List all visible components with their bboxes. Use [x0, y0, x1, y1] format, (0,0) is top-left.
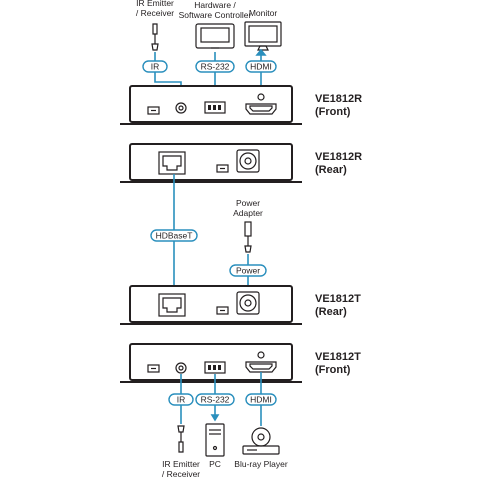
transmitter-rear-model: VE1812T [315, 293, 361, 305]
bottom-ir-label-line2: / Receiver [162, 469, 200, 479]
svg-text:IR: IR [177, 395, 186, 405]
receiver-rear-side: (Rear) [315, 164, 347, 176]
transmitter-rear-side: (Rear) [315, 306, 347, 318]
power-cable-tag: Power [229, 264, 267, 277]
receiver-rear-rj45-port-icon [158, 151, 186, 175]
top-ir-label-line2: / Receiver [136, 8, 174, 18]
receiver-front-ir-port-icon [175, 102, 187, 114]
hdbaset-cable-tag: HDBaseT [150, 229, 198, 242]
transmitter-front-ir-port-icon [175, 362, 187, 374]
receiver-front-led-icon [147, 106, 160, 115]
power-adapter-label-line2: Adapter [233, 208, 263, 218]
transmitter-front-hdmi-port-icon [245, 351, 277, 373]
transmitter-rear-rj45-port-icon [158, 293, 186, 317]
svg-text:IR: IR [151, 62, 160, 72]
controller-icon [195, 23, 235, 49]
pc-label: PC [209, 459, 221, 469]
bottom-ir-connector-tag: IR [168, 393, 194, 406]
ir-emitter-icon [177, 425, 185, 453]
receiver-front-unit [120, 85, 302, 125]
top-ir-label-line1: IR Emitter [136, 0, 174, 8]
transmitter-front-led-icon [147, 364, 160, 373]
svg-text:RS-232: RS-232 [201, 62, 230, 72]
transmitter-rear-led-icon [216, 306, 229, 315]
controller-label-line1: Hardware / [194, 0, 236, 10]
receiver-front-model: VE1812R [315, 93, 362, 105]
receiver-front-rs232-port-icon [204, 101, 226, 114]
receiver-rear-led-icon [216, 164, 229, 173]
receiver-rear-model: VE1812R [315, 151, 362, 163]
receiver-rear-unit [120, 143, 302, 183]
transmitter-front-unit [120, 343, 302, 383]
svg-text:HDMI: HDMI [250, 395, 272, 405]
transmitter-rear-power-port-icon [236, 291, 260, 315]
bottom-rs232-connector-tag: RS-232 [195, 393, 235, 406]
bluray-player-icon [242, 427, 280, 455]
transmitter-front-model: VE1812T [315, 351, 361, 363]
transmitter-front-rs232-port-icon [204, 361, 226, 374]
monitor-icon [244, 21, 282, 51]
monitor-label: Monitor [249, 8, 278, 18]
power-adapter-label-line1: Power [236, 198, 260, 208]
receiver-rear-power-port-icon [236, 149, 260, 173]
receiver-front-hdmi-port-icon [245, 93, 277, 115]
receiver-front-side: (Front) [315, 106, 351, 118]
top-rs232-connector-tag: RS-232 [195, 60, 235, 73]
ir-emitter-icon [151, 23, 159, 51]
power-adapter-icon [244, 221, 252, 253]
top-ir-connector-tag: IR [142, 60, 168, 73]
svg-text:RS-232: RS-232 [201, 395, 230, 405]
top-hdmi-connector-tag: HDMI [245, 60, 277, 73]
svg-text:HDMI: HDMI [250, 62, 272, 72]
svg-text:HDBaseT: HDBaseT [156, 231, 193, 241]
bottom-hdmi-connector-tag: HDMI [245, 393, 277, 406]
bottom-ir-label-line1: IR Emitter [162, 459, 200, 469]
transmitter-front-side: (Front) [315, 364, 351, 376]
pc-tower-icon [205, 423, 225, 457]
bluray-label: Blu-ray Player [234, 459, 288, 469]
controller-label-line2: Software Controller [179, 10, 252, 20]
transmitter-rear-unit [120, 285, 302, 325]
svg-text:Power: Power [236, 266, 260, 276]
